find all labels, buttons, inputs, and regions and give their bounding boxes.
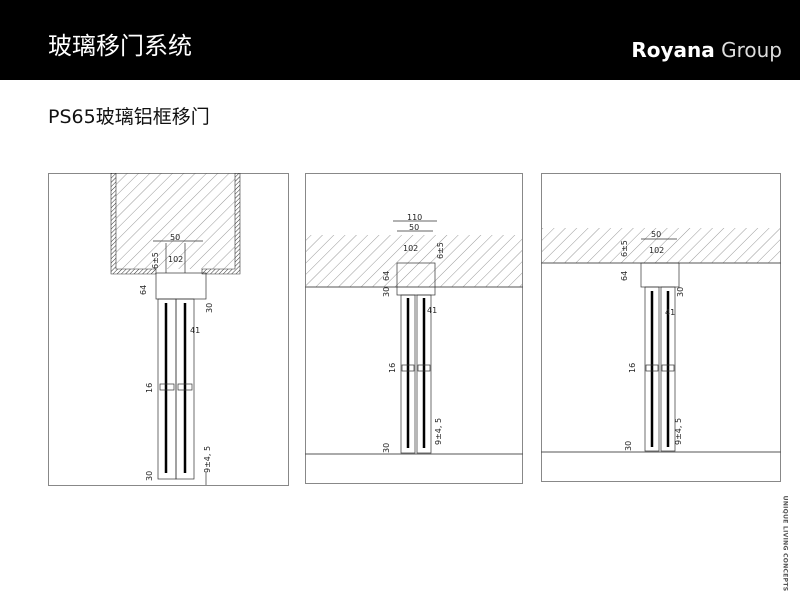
dim-50: 50 [409, 223, 419, 232]
dim-9-4-5: 9±4, 5 [203, 446, 212, 473]
dim-16: 16 [628, 363, 637, 373]
page-title: 玻璃移门系统 [48, 32, 192, 60]
dim-64: 64 [139, 285, 148, 295]
dim-16: 16 [145, 383, 154, 393]
brand-name: Royana [631, 38, 715, 62]
dim-16: 16 [388, 363, 397, 373]
brand-suffix: Group [714, 38, 782, 62]
dim-50: 50 [651, 230, 661, 239]
dim-102: 102 [649, 246, 664, 255]
brand-logo: Royana Group [631, 38, 782, 62]
dim-30-top: 30 [676, 287, 685, 297]
dim-30-bottom: 30 [145, 471, 154, 481]
dim-9-4-5: 9±4, 5 [434, 418, 443, 445]
dim-102: 102 [403, 244, 418, 253]
dim-30-top: 30 [205, 303, 214, 313]
tagline: UNIQUE LIVING CONCEPTS [781, 495, 789, 592]
drawing-panel-2: 110 50 102 6±5 64 30 41 16 9±4, 5 30 [305, 173, 523, 484]
dim-41: 41 [665, 308, 675, 317]
dim-41: 41 [190, 326, 200, 335]
drawing-panel-3: 50 102 6±5 64 30 41 16 9±4, 5 30 [541, 173, 781, 482]
drawing-panel-1: 50 102 6±5 64 30 41 16 9±4, 5 30 [48, 173, 289, 486]
dim-50: 50 [170, 233, 180, 242]
dim-64: 64 [620, 271, 629, 281]
dim-30-bottom: 30 [382, 443, 391, 453]
dim-9-4-5: 9±4, 5 [674, 418, 683, 445]
dim-41: 41 [427, 306, 437, 315]
dim-30-top: 30 [382, 287, 391, 297]
dim-102: 102 [168, 255, 183, 264]
dim-30-bottom: 30 [624, 441, 633, 451]
header-bar: 玻璃移门系统 Royana Group [0, 0, 800, 80]
dim-6-5: 6±5 [436, 242, 445, 259]
dim-110: 110 [407, 213, 422, 222]
dim-64: 64 [382, 271, 391, 281]
section-title: PS65玻璃铝框移门 [48, 106, 210, 128]
dim-6-5: 6±5 [620, 240, 629, 257]
dim-6-5: 6±5 [151, 252, 160, 269]
